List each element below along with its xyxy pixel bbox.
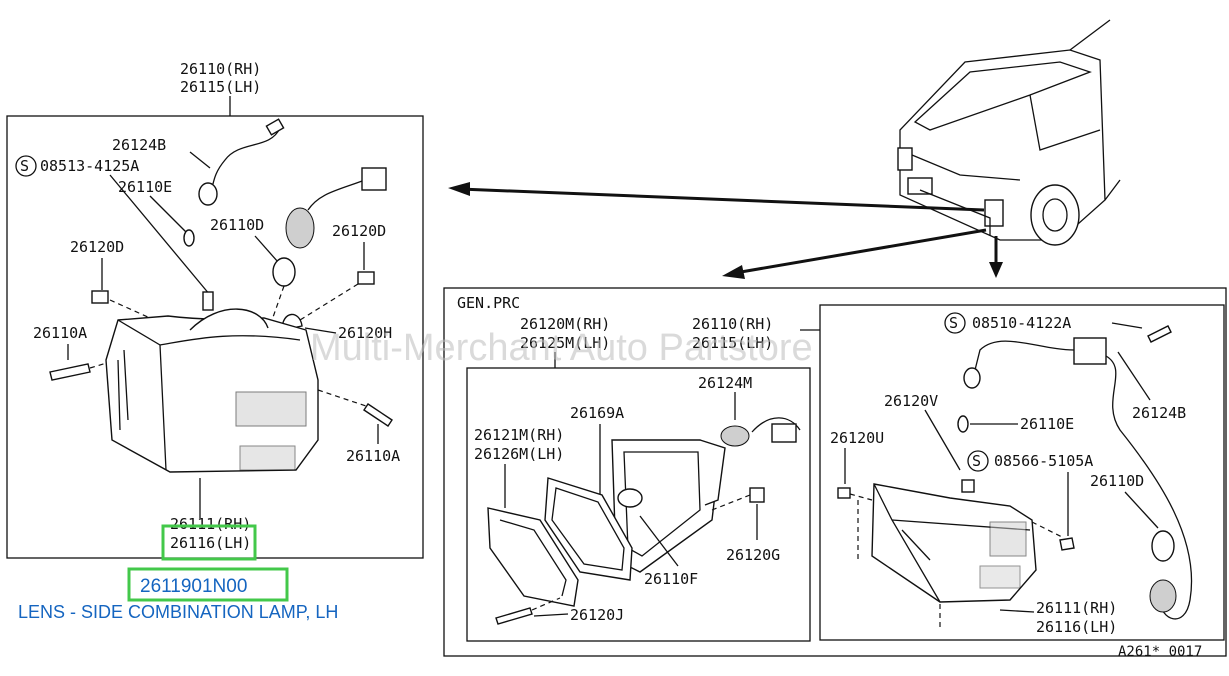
label-26110e-right[interactable]: 26110E xyxy=(1020,415,1074,433)
label-26116-lh[interactable]: 26116(LH) xyxy=(170,534,251,552)
s-symbol-icon xyxy=(15,155,37,177)
label-26110d[interactable]: 26110D xyxy=(210,216,264,234)
label-26111-rh[interactable]: 26111(RH) xyxy=(170,515,251,533)
lens-m-icon xyxy=(487,507,579,607)
label-26115-lh[interactable]: 26115(LH) xyxy=(692,334,773,352)
bulb-f-icon xyxy=(617,488,643,508)
label-26169a[interactable]: 26169A xyxy=(570,404,624,422)
selected-part-highlight xyxy=(161,524,257,561)
label-26124b[interactable]: 26124B xyxy=(112,136,166,154)
socket-m-icon xyxy=(720,425,750,447)
s-symbol-right-icon xyxy=(944,312,966,334)
label-26120d-left[interactable]: 26120D xyxy=(70,238,124,256)
left-header-lh[interactable]: 26115(LH) xyxy=(180,78,261,96)
arrow-to-left-panel xyxy=(459,187,985,212)
bulb-socket-d-icon xyxy=(285,207,315,249)
screw-icon xyxy=(202,291,214,311)
clip-d-left-icon xyxy=(91,290,109,304)
label-26120h[interactable]: 26120H xyxy=(338,324,392,342)
label-08566-5105a[interactable]: 08566-5105A xyxy=(994,452,1093,470)
label-26120d-right[interactable]: 26120D xyxy=(332,222,386,240)
screw-08510-icon xyxy=(1147,325,1172,343)
label-08510-4122a[interactable]: 08510-4122A xyxy=(972,314,1071,332)
label-08513-4125a[interactable]: 08513-4125A xyxy=(40,157,139,175)
screw-a-right-icon xyxy=(363,403,393,427)
truck-illustration xyxy=(897,19,1121,246)
label-26120v[interactable]: 26120V xyxy=(884,392,938,410)
label-26110-rh[interactable]: 26110(RH) xyxy=(692,315,773,333)
label-26110d-right[interactable]: 26110D xyxy=(1090,472,1144,490)
connector-b-icon xyxy=(1073,337,1107,365)
svg-text:S: S xyxy=(20,157,29,175)
clip-v-icon xyxy=(961,479,975,493)
bulb-e-right-icon xyxy=(957,415,969,433)
bulb-d-right-icon xyxy=(1151,530,1175,562)
side-combination-lamp-lh xyxy=(105,308,319,473)
label-26120u[interactable]: 26120U xyxy=(830,429,884,447)
wedge-bulb-icon xyxy=(183,229,195,247)
clip-d-right-icon xyxy=(357,271,375,285)
selected-part-number[interactable]: 2611901N00 xyxy=(140,576,247,597)
label-26120m-rh[interactable]: 26120M(RH) xyxy=(520,315,610,333)
connector-m-icon xyxy=(771,423,797,443)
label-26120j[interactable]: 26120J xyxy=(570,606,624,624)
bulb-d-icon xyxy=(272,257,296,287)
label-26110f[interactable]: 26110F xyxy=(644,570,698,588)
label-26121m-rh[interactable]: 26121M(RH) xyxy=(474,426,564,444)
socket-v-icon xyxy=(963,367,981,389)
label-26111-rh-right[interactable]: 26111(RH) xyxy=(1036,599,1117,617)
screw-j-icon xyxy=(495,607,533,625)
side-combination-lamp-rh xyxy=(871,483,1037,603)
gen-prc-label: GEN.PRC xyxy=(457,294,520,312)
screw-a-left-icon xyxy=(49,363,91,381)
right-panel-frame xyxy=(443,287,1227,657)
arrow-to-right-panel xyxy=(734,228,987,275)
diagram-code: A261* 0017 xyxy=(1118,644,1202,660)
svg-text:S: S xyxy=(949,314,958,332)
inner-left-frame xyxy=(466,367,811,642)
left-header-rh[interactable]: 26110(RH) xyxy=(180,60,261,78)
watermark: Multi-Merchant Auto Partstore xyxy=(310,327,813,369)
gasket-icon xyxy=(544,477,633,581)
clip-g-icon xyxy=(749,487,765,503)
screw-08566-icon xyxy=(1059,537,1075,551)
label-26110a-right[interactable]: 26110A xyxy=(346,447,400,465)
label-26124m[interactable]: 26124M xyxy=(698,374,752,392)
connector-icon xyxy=(361,167,387,191)
label-26120g[interactable]: 26120G xyxy=(726,546,780,564)
s-symbol-right2-icon xyxy=(967,450,989,472)
label-26116-lh-right[interactable]: 26116(LH) xyxy=(1036,618,1117,636)
part-number-box xyxy=(127,567,289,602)
selected-part-description: LENS - SIDE COMBINATION LAMP, LH xyxy=(18,602,338,622)
label-26126m-lh[interactable]: 26126M(LH) xyxy=(474,445,564,463)
bulb-socket-b-icon xyxy=(198,182,218,206)
clip-u-icon xyxy=(837,487,851,499)
inner-right-frame xyxy=(819,304,1225,641)
svg-text:S: S xyxy=(972,452,981,470)
label-26125m-lh[interactable]: 26125M(LH) xyxy=(520,334,610,352)
wire-harness xyxy=(211,127,281,189)
label-26110a-left[interactable]: 26110A xyxy=(33,324,87,342)
label-26110e[interactable]: 26110E xyxy=(118,178,172,196)
socket-d-right-icon xyxy=(1149,579,1177,613)
label-26124b-right[interactable]: 26124B xyxy=(1132,404,1186,422)
